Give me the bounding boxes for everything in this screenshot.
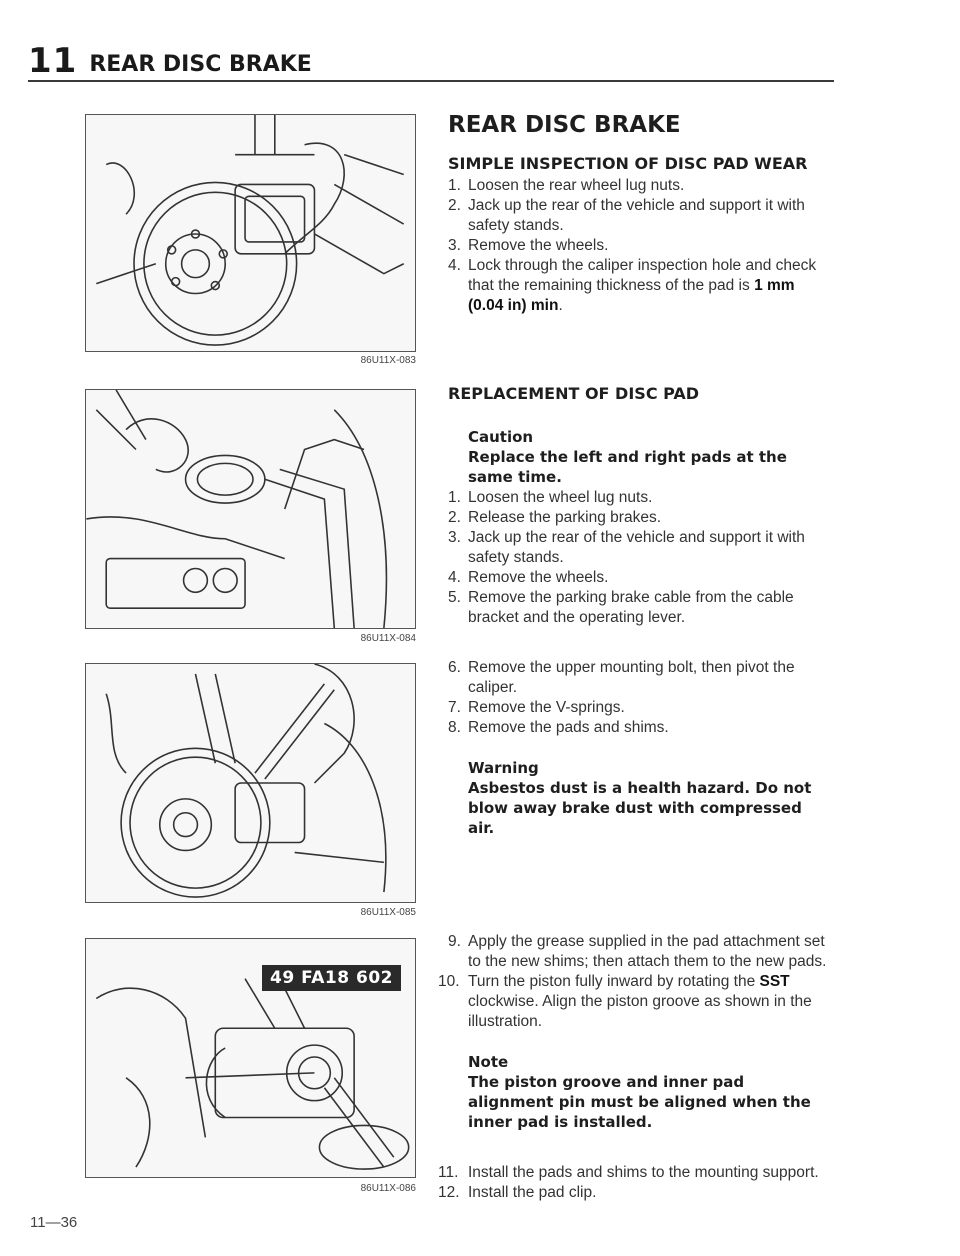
caution-text: Replace the left and right pads at the s… xyxy=(468,448,787,486)
replacement-step: 7.Remove the V-springs. xyxy=(448,699,625,716)
figure-code-2: 86U11X-084 xyxy=(360,633,416,644)
inspection-steps: 1.Loosen the rear wheel lug nuts. 2.Jack… xyxy=(448,176,833,316)
replacement-step: 8.Remove the pads and shims. xyxy=(448,719,669,736)
inspection-step: 1.Loosen the rear wheel lug nuts. xyxy=(448,177,685,194)
min-thickness: 1 mm (0.04 in) min xyxy=(468,277,795,314)
header-rule xyxy=(28,80,834,82)
figure-code-4: 86U11X-086 xyxy=(360,1183,416,1194)
replacement-step: 2.Release the parking brakes. xyxy=(448,509,662,526)
replacement-title: REPLACEMENT OF DISC PAD xyxy=(448,384,700,403)
figure-piston-sst: 49 FA18 602 xyxy=(85,938,416,1178)
replacement-steps-a: 1.Loosen the wheel lug nuts. 2.Release t… xyxy=(448,488,833,628)
caliper-overview-illustration xyxy=(96,115,405,346)
replacement-step: 9.Apply the grease supplied in the pad a… xyxy=(448,933,827,970)
figure-mounting-bolt xyxy=(85,663,416,903)
figure-code-1: 86U11X-083 xyxy=(360,355,416,366)
replacement-step: 4.Remove the wheels. xyxy=(448,569,609,586)
inspection-title: SIMPLE INSPECTION OF DISC PAD WEAR xyxy=(448,154,808,173)
replacement-steps-d: 11.Install the pads and shims to the mou… xyxy=(438,1163,833,1203)
replacement-step: 3.Jack up the rear of the vehicle and su… xyxy=(448,529,805,566)
warning-text: Asbestos dust is a health hazard. Do not… xyxy=(468,779,812,837)
page-header: 11 REAR DISC BRAKE xyxy=(28,38,312,78)
chapter-title: REAR DISC BRAKE xyxy=(89,52,312,77)
note-label: Note xyxy=(468,1053,509,1071)
page-number: 11—36 xyxy=(30,1214,78,1231)
replacement-step: 12.Install the pad clip. xyxy=(438,1184,597,1201)
replacement-step: 5.Remove the parking brake cable from th… xyxy=(448,589,794,626)
parking-cable-illustration xyxy=(86,390,388,628)
replacement-steps-b: 6.Remove the upper mounting bolt, then p… xyxy=(448,658,833,838)
replacement-steps-c: 9.Apply the grease supplied in the pad a… xyxy=(438,932,833,1132)
sst-part-number: 49 FA18 602 xyxy=(262,965,401,991)
figure-caliper-overview xyxy=(85,114,416,352)
chapter-number: 11 xyxy=(28,41,78,81)
page-title: REAR DISC BRAKE xyxy=(448,112,681,138)
sst-term: SST xyxy=(759,973,790,990)
note-text: The piston groove and inner pad alignmen… xyxy=(468,1073,811,1131)
figure-parking-cable xyxy=(85,389,416,629)
replacement-step: 6.Remove the upper mounting bolt, then p… xyxy=(448,659,795,696)
replacement-step: 1.Loosen the wheel lug nuts. xyxy=(448,489,653,506)
inspection-section: REAR DISC BRAKE SIMPLE INSPECTION OF DIS… xyxy=(448,112,833,316)
replacement-step: 10.Turn the piston fully inward by rotat… xyxy=(438,973,812,1030)
inspection-step: 3.Remove the wheels. xyxy=(448,237,609,254)
piston-sst-illustration xyxy=(95,968,410,1170)
figure-code-3: 86U11X-085 xyxy=(360,907,416,918)
caution-label: Caution xyxy=(468,428,534,446)
replacement-section: REPLACEMENT OF DISC PAD Caution Replace … xyxy=(448,384,833,487)
inspection-step: 2.Jack up the rear of the vehicle and su… xyxy=(448,197,805,234)
inspection-step: 4.Lock through the caliper inspection ho… xyxy=(448,257,817,314)
replacement-step: 11.Install the pads and shims to the mou… xyxy=(438,1164,819,1181)
mounting-bolt-illustration xyxy=(105,664,387,898)
warning-label: Warning xyxy=(468,759,539,777)
